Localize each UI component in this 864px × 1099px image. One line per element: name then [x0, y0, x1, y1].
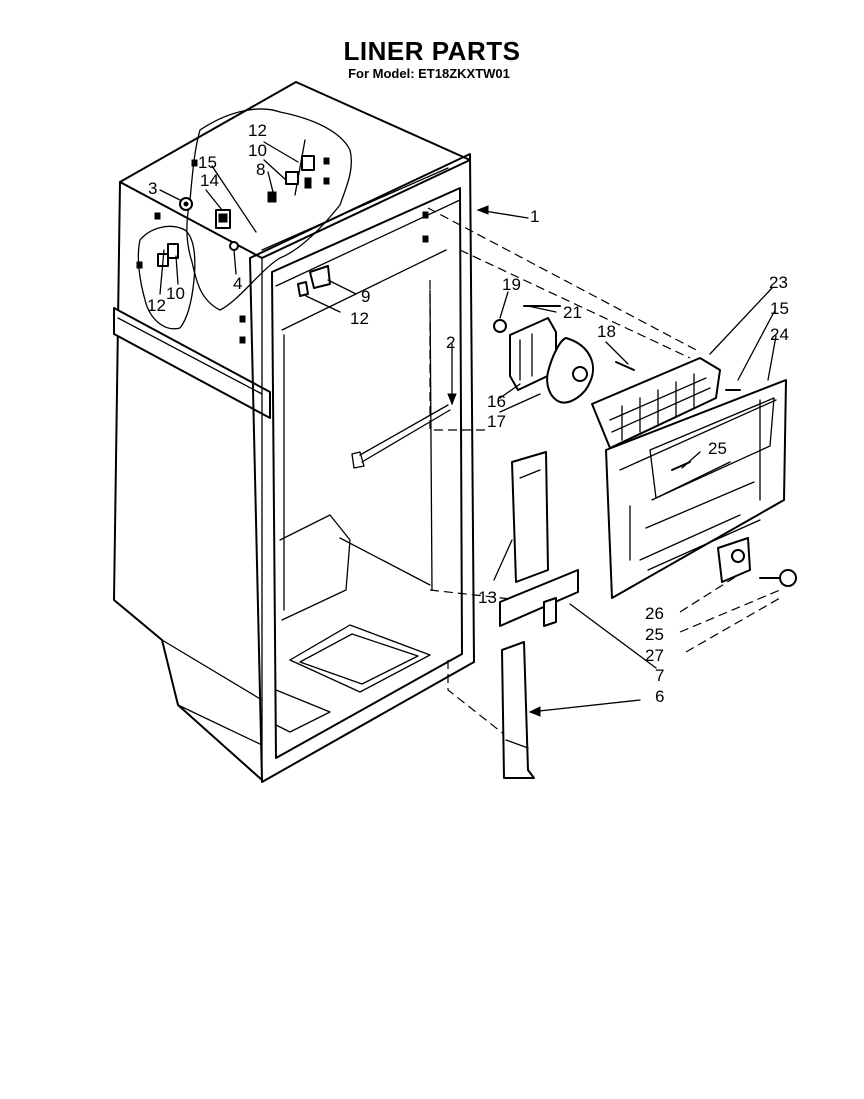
- callout-21: 21: [563, 303, 582, 322]
- callout-12-top: 12: [248, 121, 267, 140]
- callout-13: 13: [478, 588, 497, 607]
- callout-23: 23: [769, 273, 788, 292]
- callout-14: 14: [200, 171, 219, 190]
- callout-25-top: 25: [708, 439, 727, 458]
- callout-4: 4: [233, 274, 242, 293]
- callout-12-left: 12: [147, 296, 166, 315]
- callout-17: 17: [487, 412, 506, 431]
- callout-9: 9: [361, 287, 370, 306]
- page-header: LINER PARTS For Model: ET18ZKXTW01: [0, 36, 864, 82]
- panels: [499, 451, 579, 779]
- callout-24: 24: [770, 325, 789, 344]
- callout-10-top: 10: [248, 141, 267, 160]
- callout-18: 18: [597, 322, 616, 341]
- callout-12-right: 12: [350, 309, 369, 328]
- page-title: LINER PARTS: [343, 36, 521, 66]
- model-subtitle: For Model: ET18ZKXTW01: [348, 66, 510, 81]
- callout-15-left: 15: [198, 153, 217, 172]
- leader-lines: [159, 141, 781, 717]
- callout-2: 2: [446, 333, 455, 352]
- callout-26: 26: [645, 604, 664, 623]
- callout-16: 16: [487, 392, 506, 411]
- evaporator-cover: [591, 357, 797, 599]
- freezer-components: [157, 155, 331, 297]
- callout-1: 1: [530, 207, 539, 226]
- callout-8: 8: [256, 160, 265, 179]
- fan-motor-assembly: [493, 305, 635, 404]
- callout-labels: 1 2 3 4 6 7 8 9 10 10 12 12 12 13 14 15 …: [147, 121, 789, 706]
- callout-6: 6: [655, 687, 664, 706]
- cabinet-liner: [113, 81, 701, 783]
- callout-15-right: 15: [770, 299, 789, 318]
- callout-25-bottom: 25: [645, 625, 664, 644]
- callout-19: 19: [502, 275, 521, 294]
- callout-10-left: 10: [166, 284, 185, 303]
- callout-7: 7: [655, 666, 664, 685]
- callout-27: 27: [645, 646, 664, 665]
- callout-3: 3: [148, 179, 157, 198]
